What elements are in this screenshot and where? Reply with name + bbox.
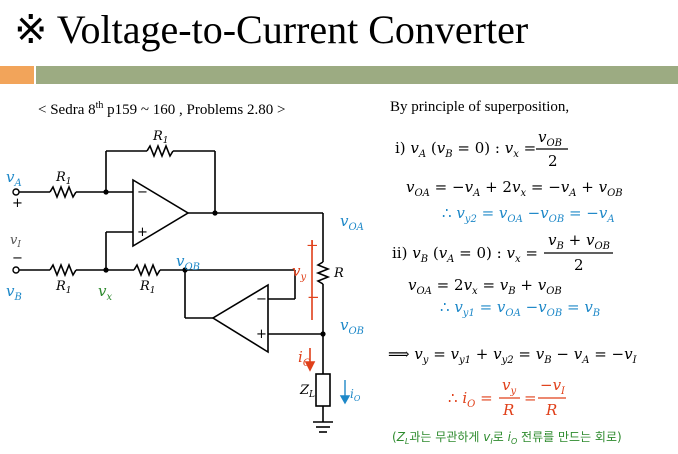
reference-sup: th: [95, 100, 104, 111]
input-a-plus: +: [12, 196, 23, 211]
io-frac1-num: vy: [502, 376, 516, 397]
case1-num: vOB: [538, 128, 562, 149]
opamp-a: [132, 178, 190, 248]
io-frac1-den: R: [502, 401, 514, 419]
sum-eq: ⟹ vy = vy1 + vy2 = vB − vA = −vI: [388, 345, 638, 366]
opamp-a-minus: −: [137, 185, 148, 200]
case1-eq: vOA = −vA + 2vx = −vA + vOB: [406, 178, 623, 199]
label-vy-plus: +: [306, 236, 319, 254]
label-vob-top: vOB: [176, 252, 200, 273]
label-r: R: [333, 266, 344, 281]
reference-pre: < Sedra 8: [38, 102, 96, 118]
io-lhs: ∴ iO =: [448, 389, 493, 410]
case2-result: ∴ vy1 = vOA −vOB = vB: [440, 298, 600, 319]
case1-den: 2: [548, 152, 558, 170]
label-vx: vx: [98, 282, 112, 303]
label-vob-right: vOB: [340, 316, 364, 337]
label-va: vA: [6, 168, 22, 189]
resistor-r: [315, 261, 331, 285]
opamp-a-plus: +: [137, 225, 148, 240]
label-vb: vB: [6, 282, 22, 303]
reference-text: < Sedra 8th p159 ~ 160 , Problems 2.80 >: [38, 100, 285, 119]
page-title: ※ Voltage-to-Current Converter: [14, 7, 529, 52]
label-voa: vOA: [340, 212, 364, 233]
label-vy-minus: −: [307, 288, 320, 306]
label-io: iO: [298, 348, 311, 369]
case1-label: i) vA (vB = 0) : vx =: [395, 139, 536, 160]
derivation-intro: By principle of superposition,: [390, 99, 570, 115]
label-io-right: iO: [350, 387, 361, 403]
resistor-r1-top: [146, 143, 174, 159]
case1-result: ∴ vy2 = vOA −vOB = −vA: [442, 204, 615, 225]
case2-eq: vOA = 2vx = vB + vOB: [408, 276, 562, 297]
opamp-b-minus: −: [256, 292, 267, 307]
label-r1-bottom-mid: R1: [139, 279, 156, 296]
resistor-r1-left: [49, 184, 77, 200]
case2-den: 2: [574, 256, 584, 274]
note-text: (ZL과는 무관하게 vI로 iO 전류를 만드는 회로): [392, 430, 622, 446]
input-b-minus: −: [12, 251, 23, 266]
opamp-b: [211, 283, 269, 354]
label-r1-left: R1: [55, 170, 72, 187]
label-r1-bottom-left: R1: [55, 279, 72, 296]
label-r1-top: R1: [152, 129, 169, 146]
label-vy: vy: [292, 262, 306, 283]
label-vi: vI: [10, 233, 21, 250]
resistor-r1-bottom-left: [49, 262, 77, 278]
io-frac2-num: −vI: [540, 376, 566, 397]
label-zl: ZL: [299, 383, 315, 400]
resistor-r1-bottom-mid: [133, 262, 161, 278]
io-eq: =: [524, 389, 537, 407]
io-frac2-den: R: [545, 401, 557, 419]
opamp-b-plus: +: [256, 327, 267, 342]
title-accent-green: [36, 66, 678, 84]
case2-label: ii) vB (vA = 0) : vx =: [392, 244, 538, 265]
reference-post: p159 ~ 160 , Problems 2.80 >: [103, 102, 286, 118]
title-accent-orange: [0, 66, 34, 84]
case2-num: vB + vOB: [548, 231, 610, 252]
